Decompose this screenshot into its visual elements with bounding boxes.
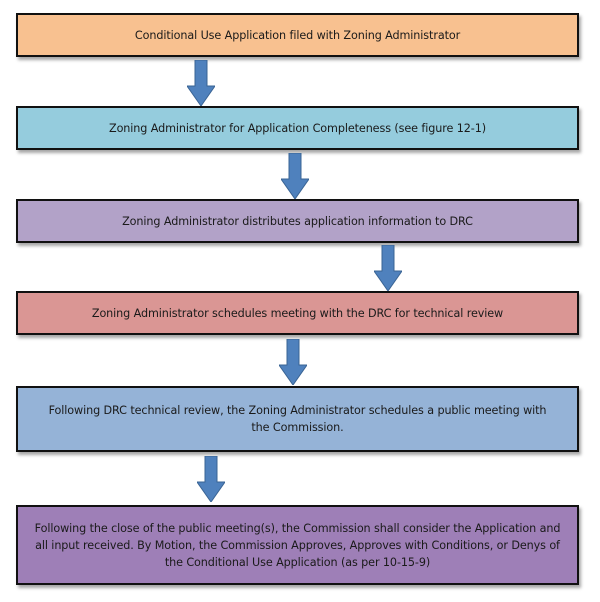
step-2-completeness-check: Zoning Administrator for Application Com… [16, 106, 579, 150]
step-4-drc-technical-review: Zoning Administrator schedules meeting w… [16, 291, 579, 335]
step-6-text: Following the close of the public meetin… [34, 521, 561, 569]
step-6-commission-decision: Following the close of the public meetin… [16, 505, 579, 585]
step-4-text: Zoning Administrator schedules meeting w… [91, 306, 504, 320]
step-5-text: Following DRC technical review, the Zoni… [48, 404, 547, 434]
step-3-distribute-to-drc: Zoning Administrator distributes applica… [16, 199, 579, 243]
step-3-text: Zoning Administrator distributes applica… [122, 214, 473, 228]
arrow-down-icon [281, 153, 309, 199]
step-1-text: Conditional Use Application filed with Z… [134, 28, 461, 42]
arrow-down-icon [197, 456, 225, 502]
step-2-text: Zoning Administrator for Application Com… [109, 121, 486, 135]
arrow-down-icon [374, 245, 402, 291]
arrow-down-icon [187, 60, 215, 106]
step-1-application-filed: Conditional Use Application filed with Z… [16, 13, 579, 57]
step-5-schedule-public-meeting: Following DRC technical review, the Zoni… [16, 386, 579, 452]
arrow-down-icon [279, 339, 307, 385]
